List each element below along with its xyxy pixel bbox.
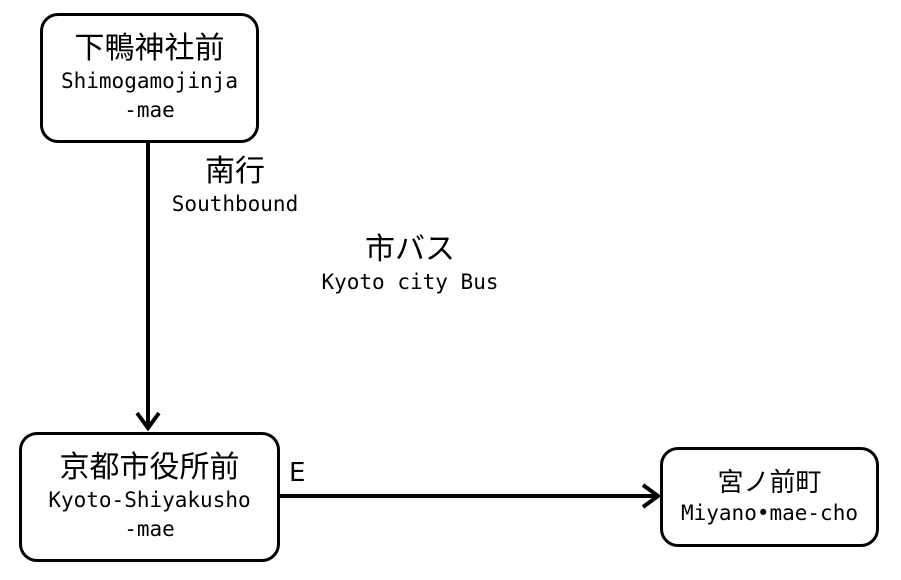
direction-label-en: Southbound <box>171 192 299 216</box>
southbound-arrowhead <box>135 411 161 432</box>
exit-label: E <box>289 458 306 488</box>
stop-shimogamojinja-mae: 下鴨神社前 Shimogamojinja -mae <box>40 13 259 143</box>
operator-label: 市バス Kyoto city Bus <box>305 232 515 297</box>
stop-name-en-line1: Kyoto-Shiyakusho <box>48 488 251 512</box>
east-arrowhead <box>641 483 662 509</box>
direction-label-ja: 南行 <box>205 154 265 189</box>
stop-miyano-mae-cho: 宮ノ前町 Miyano•mae-cho <box>660 447 879 547</box>
stop-name-en-line2: -mae <box>124 98 175 122</box>
stop-name-ja: 下鴨神社前 <box>74 31 225 66</box>
stop-name-ja: 京都市役所前 <box>59 450 240 485</box>
operator-label-ja: 市バス <box>365 232 455 267</box>
stop-name-en-line2: -mae <box>124 517 175 541</box>
stop-kyoto-shiyakusho-mae: 京都市役所前 Kyoto-Shiyakusho -mae <box>19 432 280 562</box>
stop-name-en-line1: Shimogamojinja <box>60 69 238 93</box>
stop-name-ja: 宮ノ前町 <box>717 467 822 498</box>
operator-label-en: Kyoto city Bus <box>321 270 499 294</box>
direction-label: 南行 Southbound <box>160 154 310 219</box>
stop-name-en-line1: Miyano•mae-cho <box>680 500 858 525</box>
